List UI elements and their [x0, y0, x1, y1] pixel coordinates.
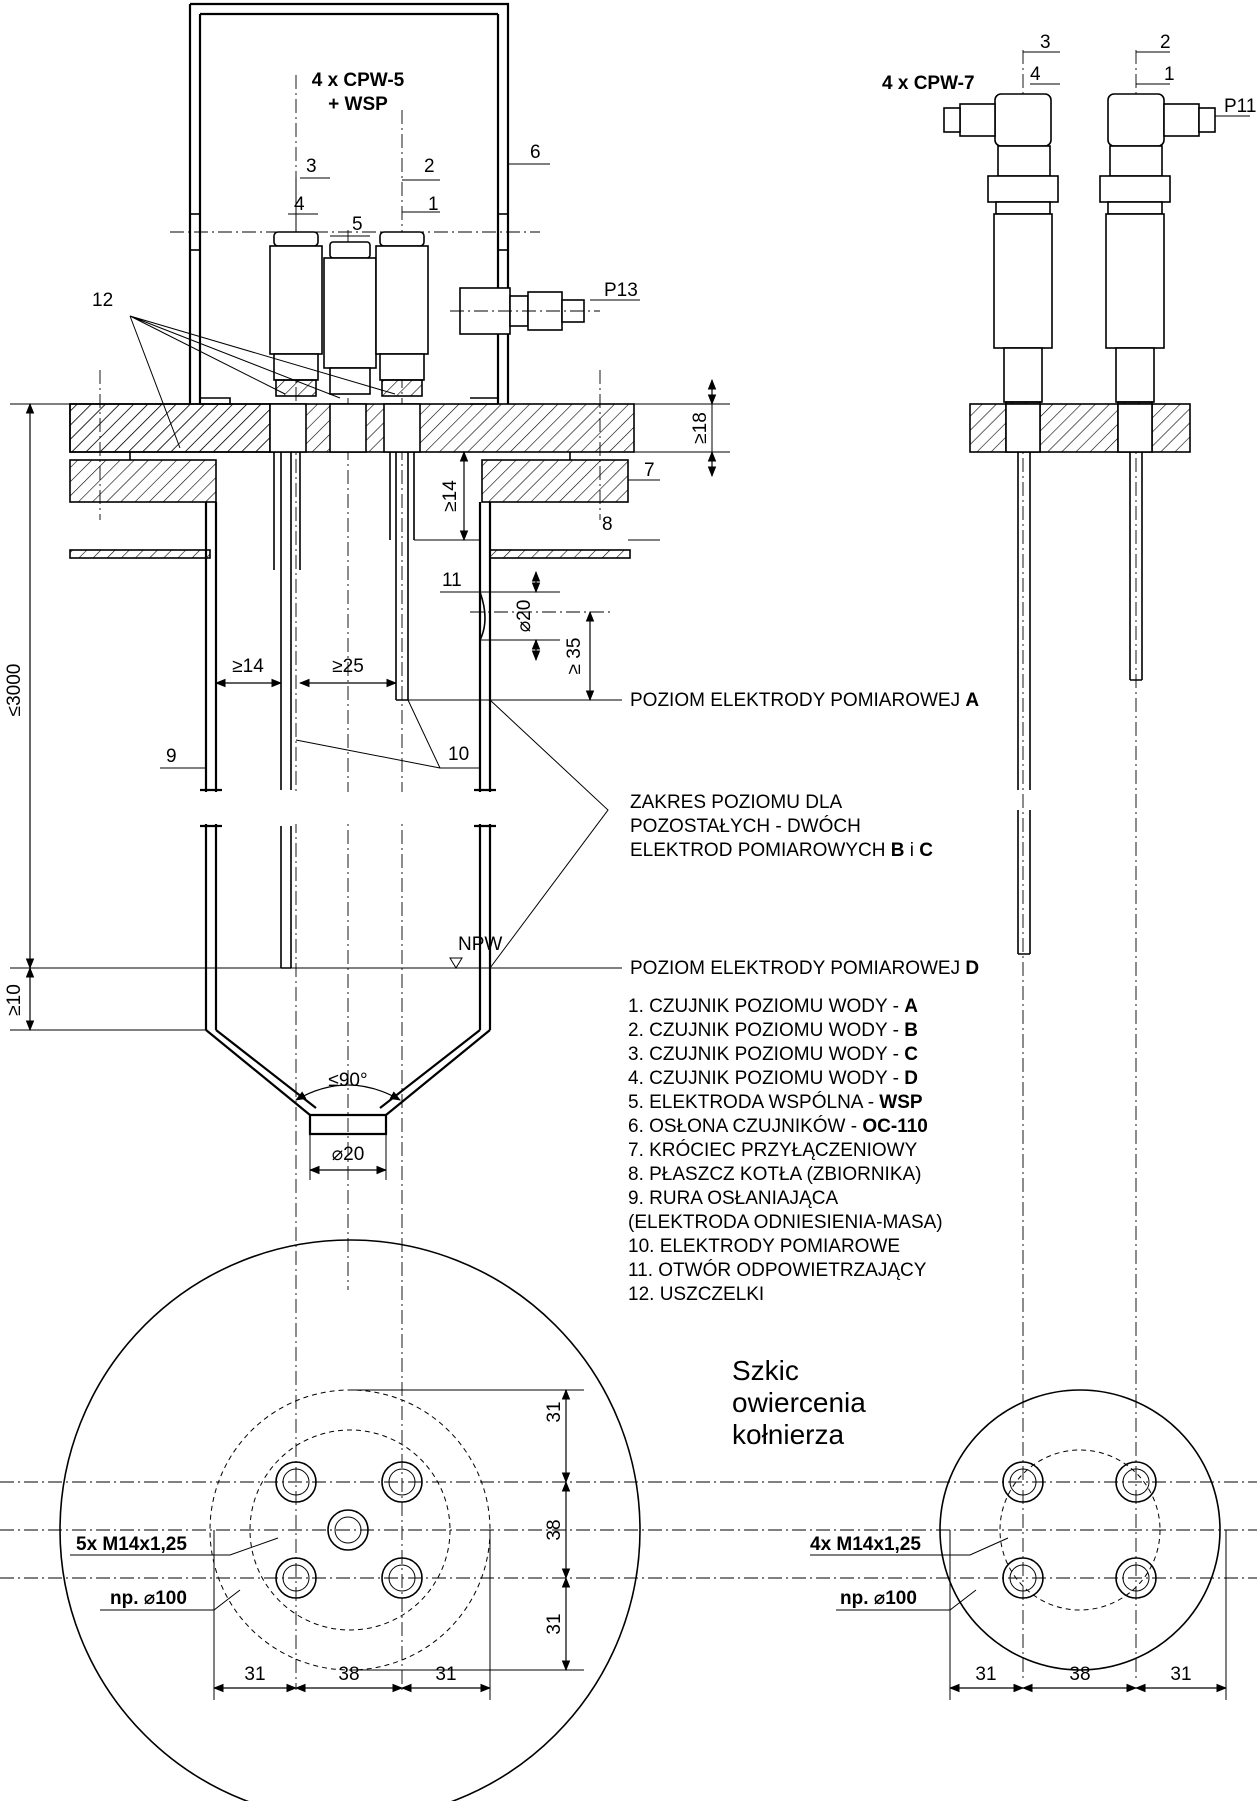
dim-bottom-diameter: ⌀20: [332, 1144, 365, 1165]
gasket-leaders: [129, 315, 396, 449]
callout-p11: P11: [1224, 96, 1256, 117]
dim-right-31-left: 31: [975, 1664, 996, 1685]
protective-pipe: [204, 502, 492, 1030]
callout-1: 1: [428, 194, 439, 215]
flange-sketch-right: [720, 1389, 1257, 1700]
boiler-shell-left: [69, 549, 211, 559]
right-assembly: [943, 50, 1216, 1680]
drawing-text: 4 x CPW-5 + WSP 4 x CPW-7 3 4 5 2 1 6 P1…: [4, 32, 1256, 1685]
label-range-line3: ELEKTROD POMIAROWYCH B i C: [630, 840, 933, 861]
vent-hole: [479, 591, 486, 641]
label-range-line2: POZOSTAŁYCH - DWÓCH: [630, 815, 861, 837]
callout-9: 9: [166, 746, 177, 767]
sketch-title-line1: Szkic: [732, 1355, 799, 1386]
callout-6: 6: [530, 142, 541, 163]
dim-ge10: ≥10: [4, 984, 25, 1016]
legend-item: 6. OSŁONA CZUJNIKÓW - OC-110: [628, 1115, 928, 1137]
dim-ge18: ≥18: [690, 412, 711, 444]
callout-right-4: 4: [1030, 64, 1041, 85]
circle-label-left: np. ⌀100: [110, 1588, 187, 1609]
dim-le3000: ≤3000: [4, 664, 25, 717]
label-level-d: POZIOM ELEKTRODY POMIAROWEJ D: [630, 958, 979, 979]
sensor-left: [269, 231, 323, 397]
dim-31-left: 31: [244, 1664, 265, 1685]
callout-10: 10: [448, 744, 469, 765]
legend-item: 12. USZCZELKI: [628, 1284, 764, 1305]
thread-holes-right: [1002, 1461, 1157, 1599]
dim-vent-diameter: ⌀20: [514, 600, 535, 633]
legend-item: (ELEKTRODA ODNIESIENIA-MASA): [628, 1212, 943, 1233]
legend-item: 2. CZUJNIK POZIOMU WODY - B: [628, 1020, 918, 1041]
cable-gland-p13: [450, 287, 600, 335]
callout-right-1: 1: [1164, 64, 1175, 85]
dim-38-center: 38: [338, 1664, 359, 1685]
legend-item: 3. CZUJNIK POZIOMU WODY - C: [628, 1044, 918, 1065]
sensor-cover: [188, 2, 510, 404]
callout-4: 4: [294, 194, 305, 215]
legend-item: 1. CZUJNIK POZIOMU WODY - A: [628, 996, 918, 1017]
callout-8: 8: [602, 514, 613, 535]
callout-12: 12: [92, 290, 113, 311]
label-range-line1: ZAKRES POZIOMU DLA: [630, 792, 843, 813]
connection-flange-right: [481, 459, 629, 503]
callout-p13: P13: [604, 280, 638, 301]
boiler-shell-right: [489, 549, 631, 559]
label-npw: NPW: [458, 934, 502, 955]
sensor-right: [375, 231, 429, 397]
legend-item: 5. ELEKTRODA WSPÓLNA - WSP: [628, 1091, 923, 1113]
callout-7: 7: [644, 460, 655, 481]
left-assembly: [69, 2, 635, 1690]
legend-item: 11. OTWÓR ODPOWIETRZAJĄCY: [628, 1259, 927, 1281]
title-left-line1: 4 x CPW-5: [312, 70, 405, 91]
legend-item: 8. PŁASZCZ KOTŁA (ZBIORNIKA): [628, 1164, 922, 1185]
connection-flange-left: [69, 459, 217, 503]
sensor-common: [323, 241, 377, 395]
callout-right-2: 2: [1160, 32, 1171, 53]
dim-38-middle: 38: [544, 1519, 565, 1540]
dim-right-31-right: 31: [1170, 1664, 1191, 1685]
dim-ge25: ≥25: [332, 656, 364, 677]
flange-sketch-left: [0, 1239, 720, 1801]
electrode-rods: [273, 452, 415, 969]
sketch-title-line2: owiercenia: [732, 1387, 866, 1418]
dim-ge14-horizontal: ≥14: [232, 656, 264, 677]
legend-item: 10. ELEKTRODY POMIAROWE: [628, 1236, 900, 1257]
circle-label-right: np. ⌀100: [840, 1588, 917, 1609]
label-level-a: POZIOM ELEKTRODY POMIAROWEJ A: [630, 690, 979, 711]
right-flange: [969, 403, 1191, 453]
dim-le90: ≤90°: [328, 1070, 367, 1091]
sensor-cpw7-left: [943, 93, 1059, 955]
dim-right-38-center: 38: [1069, 1664, 1090, 1685]
legend-item: 7. KRÓCIEC PRZYŁĄCZENIOWY: [628, 1139, 918, 1161]
dim-31-right: 31: [435, 1664, 456, 1685]
callout-11: 11: [442, 570, 462, 591]
leader-lines: [160, 51, 1250, 769]
legend-item: 9. RURA OSŁANIAJĄCA: [628, 1188, 838, 1209]
dim-31-bottom: 31: [544, 1613, 565, 1634]
callout-5: 5: [352, 214, 363, 235]
callout-2: 2: [424, 156, 435, 177]
section-dimensions: [10, 378, 730, 1180]
sketch-title-line3: kołnierza: [732, 1419, 844, 1450]
callout-3: 3: [306, 156, 317, 177]
thread-label-right: 4x M14x1,25: [810, 1534, 921, 1555]
sensor-cpw7-right: [1099, 93, 1216, 681]
dim-31-top: 31: [544, 1401, 565, 1422]
legend-item: 4. CZUJNIK POZIOMU WODY - D: [628, 1068, 918, 1089]
callout-right-3: 3: [1040, 32, 1051, 53]
dim-ge35: ≥ 35: [564, 638, 585, 675]
dim-ge14-vertical: ≥14: [440, 480, 461, 512]
legend: 1. CZUJNIK POZIOMU WODY - A 2. CZUJNIK PO…: [628, 996, 943, 1305]
title-right: 4 x CPW-7: [882, 73, 975, 94]
thread-holes-left: [275, 1461, 423, 1599]
title-left-line2: + WSP: [328, 94, 388, 115]
thread-label-left: 5x M14x1,25: [76, 1534, 187, 1555]
